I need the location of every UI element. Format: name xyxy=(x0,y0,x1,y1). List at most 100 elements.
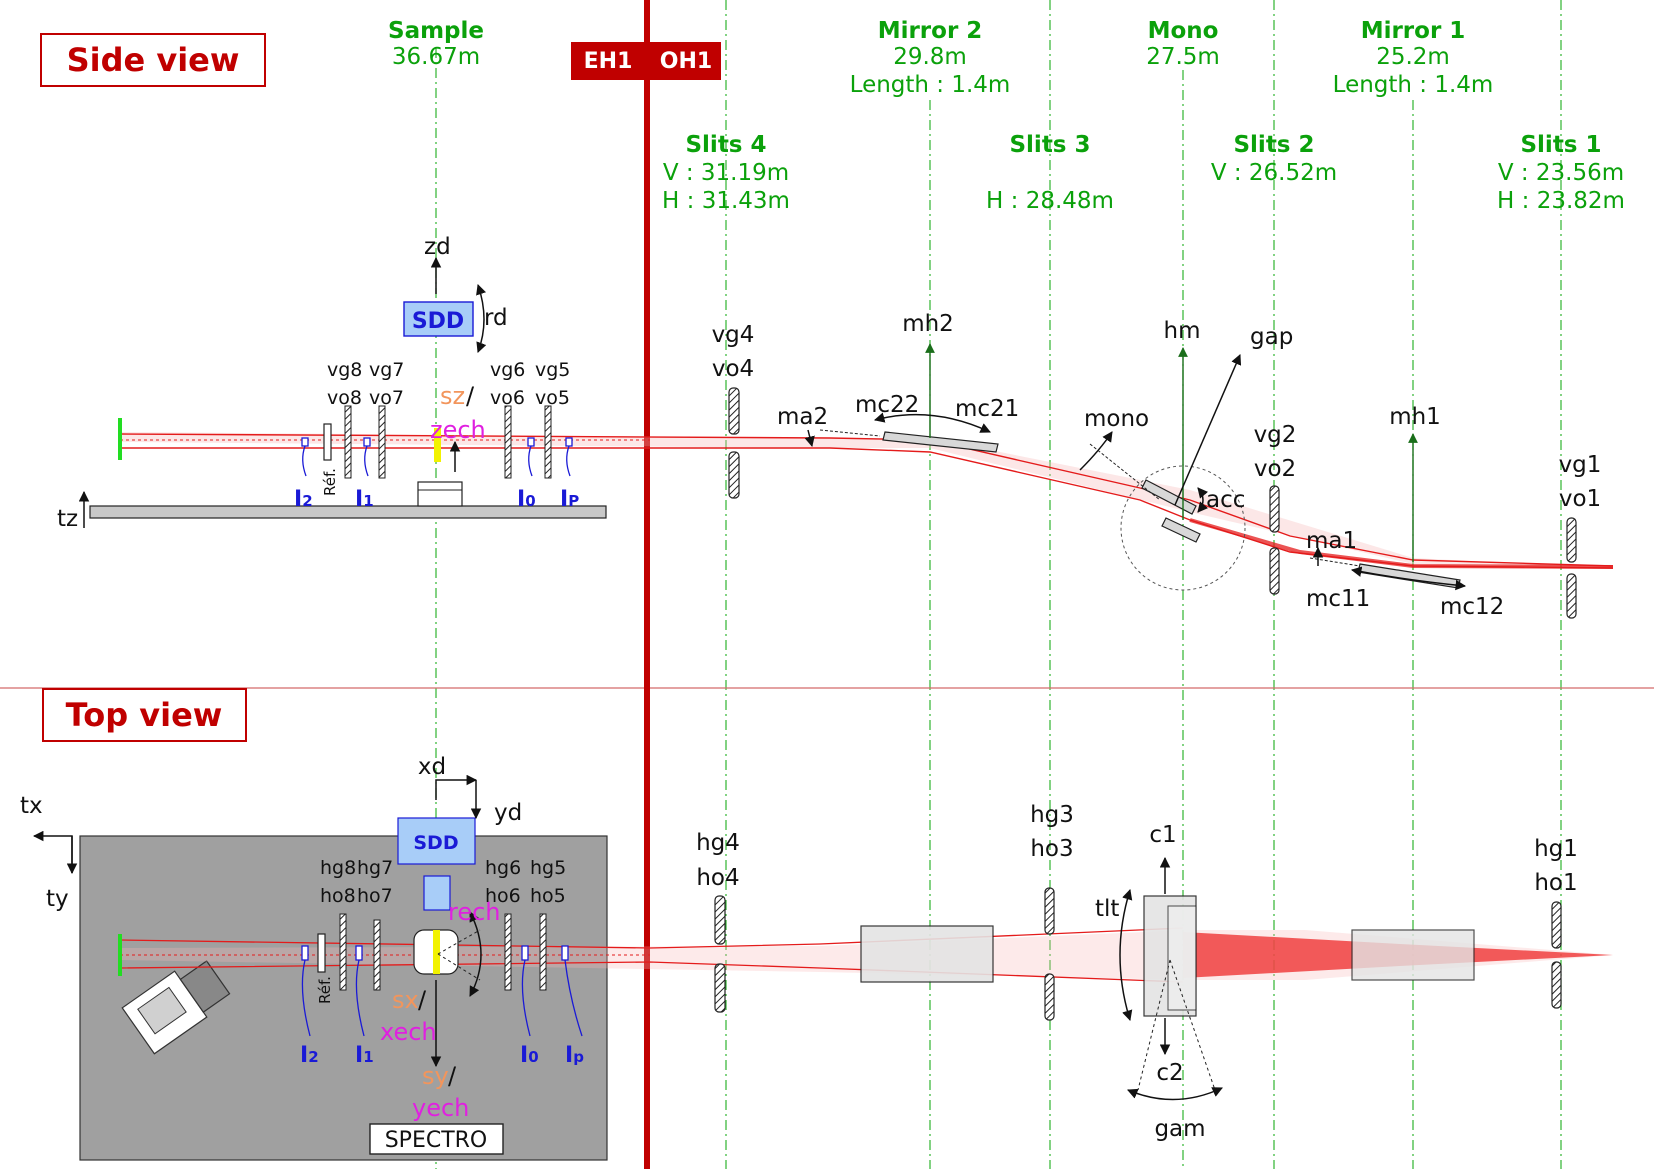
slit-vg7 xyxy=(378,405,386,479)
mirror2-name: Mirror 2 xyxy=(878,18,983,44)
hutch-oh1-label: OH1 xyxy=(660,49,712,74)
slits2-v: V : 26.52m xyxy=(1211,160,1337,186)
mc11-label: mc11 xyxy=(1306,586,1370,612)
top-ion-chambers xyxy=(301,945,583,1037)
top-ip-label: Ip xyxy=(565,1043,584,1068)
ho3-label: ho3 xyxy=(1030,836,1073,862)
top-beam-upper xyxy=(119,927,1184,949)
ref-foil xyxy=(323,423,332,461)
slits1-h: H : 23.82m xyxy=(1497,188,1625,214)
slit-hg7 xyxy=(373,919,381,991)
side-sdd-label: SDD xyxy=(412,309,464,334)
side-beam-fill xyxy=(120,432,1613,568)
tx-label: tx xyxy=(20,793,43,819)
top-i0-label: I0 xyxy=(520,1043,539,1068)
mono-circle xyxy=(1120,465,1246,591)
sy-label: sy xyxy=(422,1062,449,1090)
slit-vg4-top xyxy=(728,387,740,435)
side-ip-label: IP xyxy=(560,487,579,512)
mirror2-length: Length : 1.4m xyxy=(850,72,1011,98)
side-view-box xyxy=(40,33,266,87)
slit-vg2-top xyxy=(1269,485,1280,533)
mono-name: Mono xyxy=(1148,18,1219,44)
mc-arrow-2 xyxy=(873,412,991,433)
vo8-label: vo8 xyxy=(327,387,362,409)
vo7-label: vo7 xyxy=(369,387,404,409)
mono-top-2 xyxy=(1167,905,1197,1011)
slit-vg6 xyxy=(504,405,512,479)
zech-label: zech xyxy=(430,416,486,444)
slit-hg5 xyxy=(539,913,547,991)
slit-hg8 xyxy=(339,913,347,991)
slits1-v: V : 23.56m xyxy=(1498,160,1624,186)
vg7-label: vg7 xyxy=(369,359,404,381)
rech-arrow xyxy=(469,911,482,997)
top-beam-lower xyxy=(119,961,1184,983)
vg5-label: vg5 xyxy=(535,359,570,381)
mirror1-value: 25.2m xyxy=(1376,44,1450,70)
acc-arrow xyxy=(1197,487,1209,513)
side-ion-chambers xyxy=(301,437,573,477)
mirror1-name: Mirror 1 xyxy=(1361,18,1466,44)
vo4-label: vo4 xyxy=(712,356,754,382)
sample-name: Sample xyxy=(388,18,484,44)
vg4-label: vg4 xyxy=(712,322,755,348)
mono-crystal-2 xyxy=(1161,517,1201,543)
top-camera xyxy=(121,960,231,1055)
ma2-arrow xyxy=(804,429,815,448)
mc12-label: mc12 xyxy=(1440,594,1504,620)
slit-vg1-bottom xyxy=(1566,573,1577,619)
yd-label: yd xyxy=(494,800,522,826)
acc-label: acc xyxy=(1206,487,1245,513)
mirror2-value: 29.8m xyxy=(893,44,967,70)
tlt-arrow xyxy=(1119,888,1133,1022)
hg5-label: hg5 xyxy=(530,857,566,879)
slit-hg1-bottom xyxy=(1551,961,1562,1009)
sx-label: sx xyxy=(392,986,419,1014)
vg6-label: vg6 xyxy=(490,359,525,381)
hg7-label: hg7 xyxy=(357,857,393,879)
side-sdd-box xyxy=(403,301,474,337)
side-beam-core xyxy=(1189,518,1614,569)
sample-value: 36.67m xyxy=(392,44,480,70)
ty-label: ty xyxy=(46,886,69,912)
slit-hg3-top xyxy=(1044,887,1055,935)
hutch-badge xyxy=(571,42,721,80)
ho5-label: ho5 xyxy=(530,885,566,907)
slits4-v: V : 31.19m xyxy=(663,160,789,186)
hutch-eh1-label: EH1 xyxy=(584,49,633,74)
vg8-label: vg8 xyxy=(327,359,362,381)
top-view: SPECTRO tx ty SDD xd yd r xyxy=(20,754,1613,1161)
top-sdd-label: SDD xyxy=(413,832,458,854)
slit-vg5 xyxy=(544,405,552,479)
spectro-box xyxy=(369,1123,504,1155)
slit-hg4-top xyxy=(714,895,726,945)
ho8-label: ho8 xyxy=(320,885,356,907)
ma1-label: ma1 xyxy=(1306,528,1357,554)
vo6-label: vo6 xyxy=(490,387,525,409)
rd-arrow xyxy=(476,284,487,353)
hg3-label: hg3 xyxy=(1030,802,1074,828)
vo1-label: vo1 xyxy=(1559,486,1601,512)
top-sdd-box xyxy=(397,817,476,865)
top-view-box xyxy=(42,688,247,742)
slits3-name: Slits 3 xyxy=(1009,132,1090,158)
spectro-label: SPECTRO xyxy=(385,1128,488,1153)
side-ref-label: Réf. xyxy=(321,468,339,496)
slits4-name: Slits 4 xyxy=(685,132,766,158)
position-headers: Sample 36.67m Mirror 2 29.8m Length : 1.… xyxy=(388,18,1625,214)
side-sample-stage xyxy=(417,481,463,507)
side-sample-marker xyxy=(434,428,441,462)
c1-label: c1 xyxy=(1149,822,1176,848)
ho7-label: ho7 xyxy=(357,885,393,907)
gap-arrow xyxy=(1174,354,1242,506)
vg2-label: vg2 xyxy=(1254,422,1297,448)
top-sample-marker xyxy=(433,930,440,974)
tlt-label: tlt xyxy=(1095,896,1119,922)
mc21-label: mc21 xyxy=(955,396,1019,422)
mirror2-body xyxy=(882,431,999,453)
vg1-label: vg1 xyxy=(1559,452,1602,478)
ho6-label: ho6 xyxy=(485,885,521,907)
mirror1-top xyxy=(1351,929,1475,981)
